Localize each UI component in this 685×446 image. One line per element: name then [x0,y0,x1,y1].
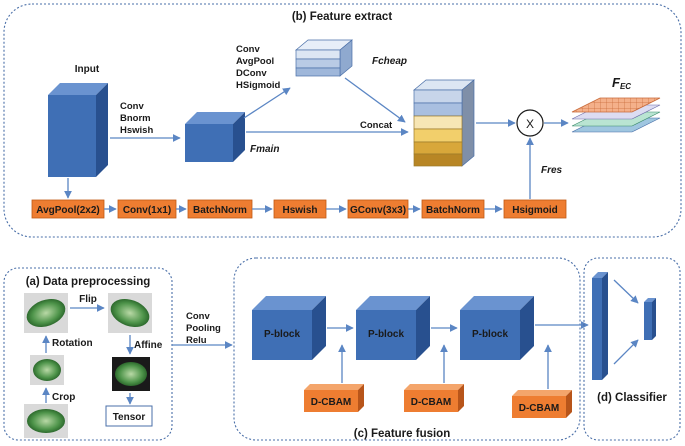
feature-fusion-title: (c) Feature fusion [354,428,450,440]
chain-label-avgpool: AvgPool(2x2) [36,205,100,216]
input-cube [48,83,108,177]
pblock-1: P-block [252,296,326,360]
feature-extract-border [3,3,682,238]
fres-label: Fres [541,165,563,176]
classifier-title: (d) Classifier [597,392,667,404]
arrow-main-to-cheap [243,87,291,119]
tensor-box [105,405,153,427]
pblock-2: P-block [356,296,430,360]
rotation-label: Rotation [52,338,93,349]
fec-label: FEC [612,75,631,91]
tensor-label: Tensor [113,412,146,423]
data-preprocessing-border [3,267,173,441]
op-hsigmoid: HSigmoid [236,80,281,91]
bottom-chain: AvgPool(2x2) Conv(1x1) BatchNorm Hswish … [31,199,567,219]
op-dconv: DConv [236,68,267,79]
leaf-image-affine [112,357,150,391]
leaf-image-rotation [30,355,64,385]
pblock-3-label: P-block [472,329,509,340]
concat-label: Concat [360,120,393,131]
fusion-op-conv: Conv [186,311,210,322]
classifier-fc-1 [592,272,608,380]
arrow-fc-bottom [613,339,639,365]
feature-extract-title: (b) Feature extract [292,11,393,23]
affine-label: Affine [134,340,163,351]
fusion-op-relu: Relu [186,335,207,346]
multiply-node [516,109,544,137]
op-avgpool: AvgPool [236,56,274,67]
arrow-fc-top [613,279,639,304]
multiply-symbol: X [526,117,534,131]
data-preprocessing-title: (a) Data preprocessing [26,276,151,288]
feature-extract-section: (b) Feature extract Input Conv Bnorm Hsw… [3,3,682,238]
dcbam-1: D-CBAM [304,384,364,412]
leaf-image-flip [108,293,152,333]
fcheap-label: Fcheap [372,56,407,67]
pblock-3: P-block [460,296,534,360]
input-label: Input [75,64,100,75]
chain-label-hsigmoid: Hsigmoid [512,205,558,216]
flip-label: Flip [79,294,97,305]
chain-label-gconv: GConv(3x3) [350,205,406,216]
fmain-cube [185,112,245,162]
concat-stack [413,79,475,167]
feature-fusion-section: (c) Feature fusion P-block P-block P-blo… [233,257,581,441]
chain-label-conv1x1: Conv(1x1) [123,205,171,216]
pblock-2-label: P-block [368,329,405,340]
fcheap-stack [295,39,353,77]
feature-fusion-border [233,257,581,441]
chain-label-batchnorm-2: BatchNorm [426,205,480,216]
dcbam-2-label: D-CBAM [411,397,452,408]
op-conv-1: Conv [120,101,144,112]
chain-label-hswish: Hswish [282,205,317,216]
dcbam-1-label: D-CBAM [311,397,352,408]
chain-box-hsigmoid [503,199,567,219]
classifier-fc-2 [644,298,656,340]
op-hswish: Hswish [120,125,153,136]
data-preprocessing-section: (a) Data preprocessing Flip Rotation Aff… [3,267,173,441]
leaf-image-crop [24,404,68,438]
dcbam-3-label: D-CBAM [519,403,560,414]
pblock-1-label: P-block [264,329,301,340]
dcbam-3: D-CBAM [512,390,572,418]
fusion-op-pooling: Pooling [186,323,221,334]
crop-label: Crop [52,392,75,403]
op-conv-2: Conv [236,44,260,55]
leaf-image-original [24,293,68,333]
arrow-cheap-to-concat [344,77,406,123]
classifier-section: (d) Classifier [583,257,681,441]
op-bnorm: Bnorm [120,113,151,124]
chain-label-batchnorm-1: BatchNorm [193,205,247,216]
fec-output [571,97,661,133]
fmain-label: Fmain [250,144,279,155]
dcbam-2: D-CBAM [404,384,464,412]
classifier-border [583,257,681,441]
